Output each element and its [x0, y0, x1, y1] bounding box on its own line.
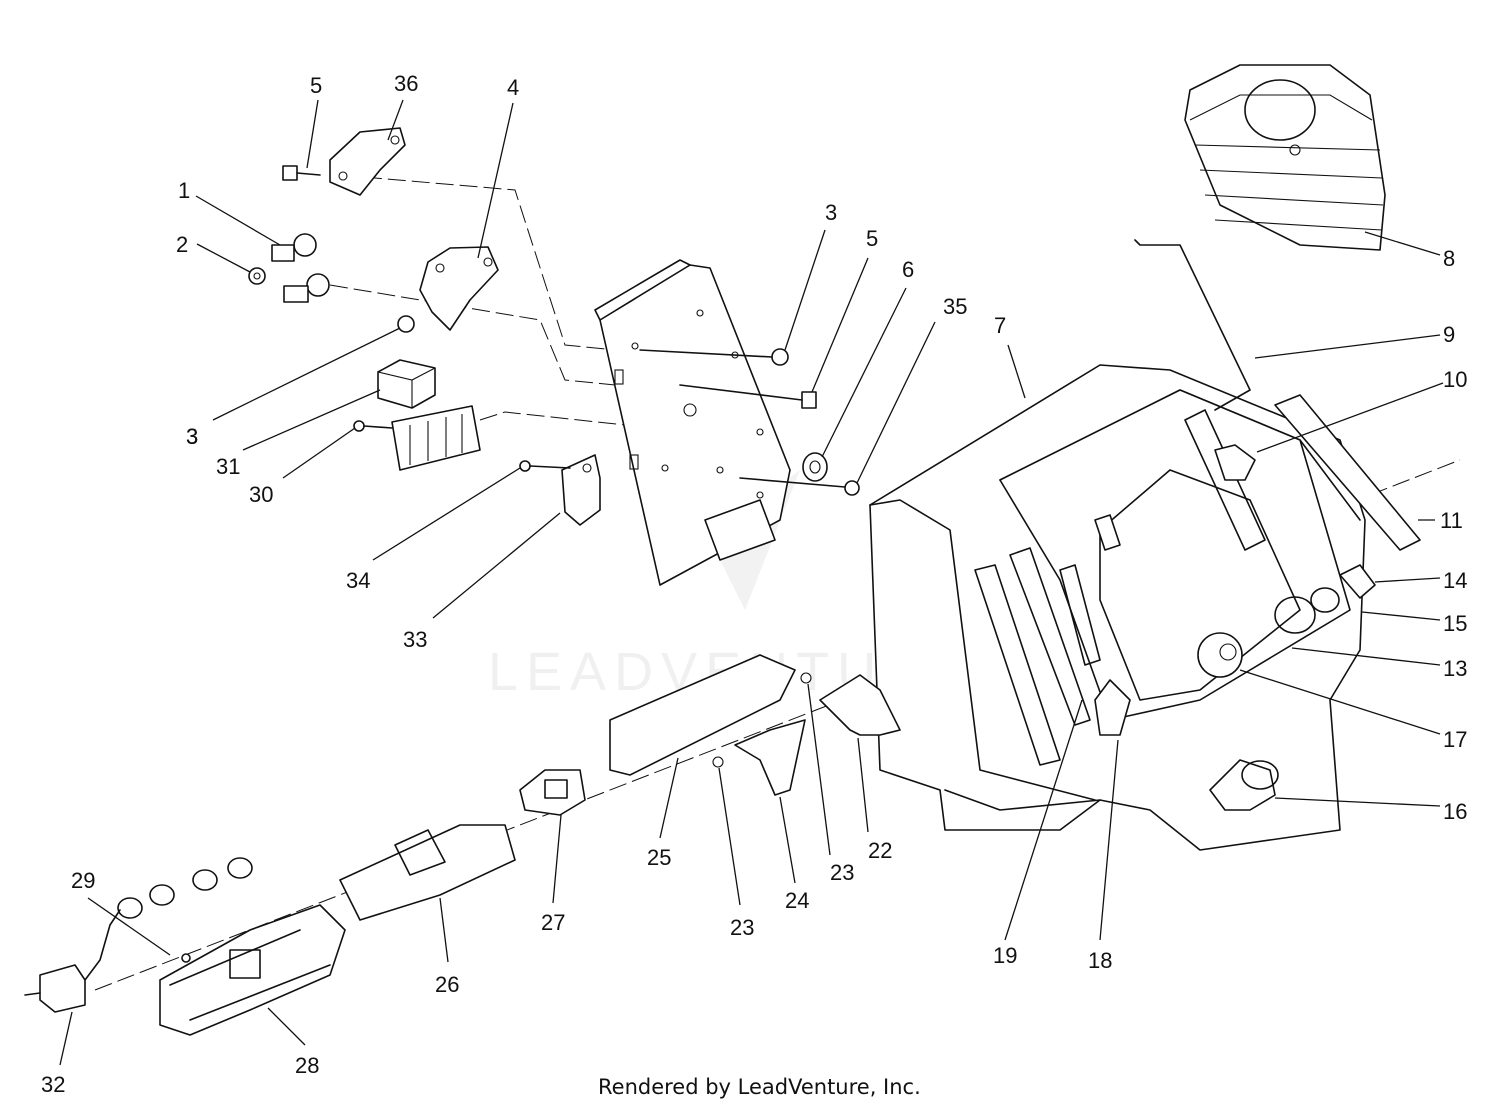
part-terminal-block-30: [353, 405, 481, 471]
callout-1: 1: [178, 178, 190, 203]
part-strip-11: [1274, 394, 1421, 551]
part-relay-31: [377, 359, 436, 409]
part-grommet-6: [802, 452, 828, 482]
callout-34: 34: [346, 568, 370, 593]
callout-25: 25: [647, 845, 671, 870]
callout-2: 2: [176, 232, 188, 257]
callout-16: 16: [1443, 799, 1467, 824]
part-screw-5-right: [679, 384, 817, 409]
callout-4: 4: [507, 75, 519, 100]
part-console-28: [159, 904, 346, 1036]
part-gasket-13: [1274, 587, 1340, 634]
part-panel-26: [339, 824, 516, 921]
callout-10: 10: [1443, 367, 1467, 392]
part-nut-2: [248, 267, 266, 285]
callout-13: 13: [1443, 656, 1467, 681]
part-bracket-33: [561, 454, 601, 526]
part-bracket-22: [800, 672, 901, 736]
part-module-4: [419, 246, 499, 331]
callout-3-dup: 3: [186, 424, 198, 449]
part-lens-25: [609, 654, 796, 776]
callout-5-right: 5: [866, 226, 878, 251]
callout-29: 29: [71, 868, 95, 893]
callout-11: 11: [1440, 508, 1463, 533]
callout-5-top: 5: [310, 73, 322, 98]
part-lever-10: [1214, 444, 1256, 481]
callout-6: 6: [902, 257, 914, 282]
callout-23-lower: 23: [730, 915, 754, 940]
callout-31: 31: [216, 454, 240, 479]
part-rod-9: [1134, 239, 1251, 411]
part-nut-3-right: [639, 348, 789, 366]
part-screw-34: [519, 460, 571, 472]
part-screw-5-top: [282, 165, 321, 181]
callout-24: 24: [785, 888, 809, 913]
part-bracket-24: [712, 719, 806, 796]
callout-leaders: [59, 99, 1444, 1066]
callout-3-mid: 3: [186, 424, 198, 449]
callout-35: 35: [943, 294, 967, 319]
part-knob-17: [1197, 632, 1243, 678]
callout-22: 22: [868, 838, 892, 863]
callout-26: 26: [435, 972, 459, 997]
part-connector-32: [24, 909, 121, 1013]
callout-28: 28: [295, 1053, 319, 1078]
callout-3-right: 3: [825, 200, 837, 225]
callout-27: 27: [541, 910, 565, 935]
callout-9: 9: [1443, 322, 1455, 347]
callout-23-upper: 23: [830, 860, 854, 885]
callout-18: 18: [1088, 948, 1112, 973]
part-nut-3-left: [397, 315, 415, 333]
part-cap-16: [1209, 759, 1279, 811]
callout-8: 8: [1443, 246, 1455, 271]
part-nut-35: [739, 477, 860, 496]
callout-32: 32: [41, 1072, 65, 1097]
part-terminals-1: [271, 233, 330, 303]
callout-19: 19: [993, 943, 1017, 968]
callout-7: 7: [994, 313, 1006, 338]
callout-36: 36: [394, 71, 418, 96]
part-switch-14: [1339, 564, 1376, 599]
callout-labels: 5 36 4 1 2 3 31 30 34 33 3 5 6 35 7 8 9 …: [41, 71, 1467, 1097]
part-switch-27: [519, 769, 586, 816]
callout-15: 15: [1443, 611, 1467, 636]
callout-30: 30: [249, 482, 273, 507]
part-boot-8: [1184, 64, 1386, 251]
footer-credit: Rendered by LeadVenture, Inc.: [598, 1075, 921, 1099]
callout-17: 17: [1443, 727, 1467, 752]
callout-33: 33: [403, 627, 427, 652]
part-spacers-29: [117, 857, 253, 963]
callout-14: 14: [1443, 568, 1467, 593]
part-housing-7: [869, 364, 1366, 851]
part-mounting-plate: [594, 259, 791, 586]
part-module-36: [329, 127, 406, 196]
